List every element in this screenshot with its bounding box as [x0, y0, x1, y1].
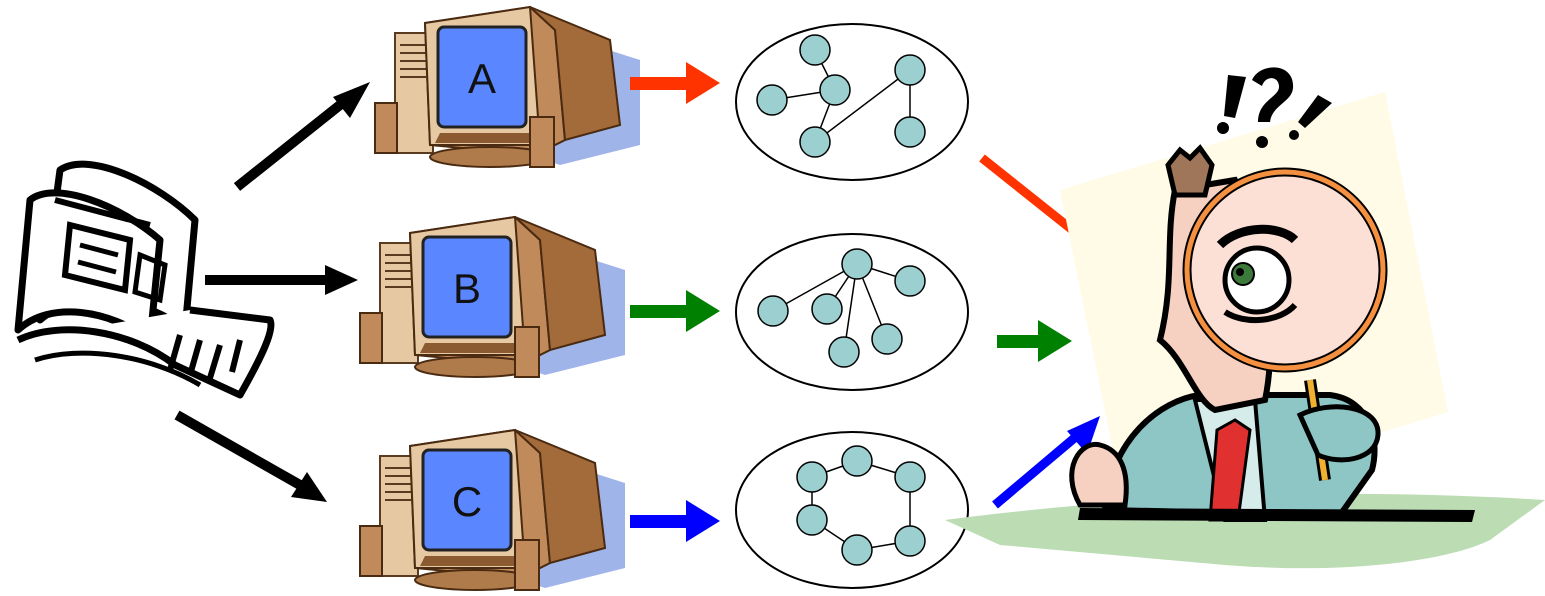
- computer-c: C: [359, 428, 625, 591]
- reviewer-illustration: [945, 67, 1545, 569]
- graph-node: [894, 461, 926, 493]
- newspaper-icon: [14, 160, 275, 399]
- arrow-to-computer-c: [174, 410, 327, 502]
- computer-label: B: [453, 265, 481, 312]
- graph-node: [894, 525, 926, 557]
- magnifying-glass-icon: [1182, 167, 1388, 481]
- graph-node: [894, 116, 926, 148]
- graph-node: [828, 336, 860, 368]
- graph-node: [799, 126, 831, 158]
- graph-node: [894, 265, 926, 297]
- graph-node: [756, 84, 788, 116]
- graph-node: [799, 34, 831, 66]
- source-arrows: [174, 82, 370, 502]
- output-arrow-a: [630, 62, 720, 104]
- arrow-to-computer-a: [233, 82, 370, 191]
- computer-b: B: [359, 215, 625, 378]
- graph-node: [871, 323, 903, 355]
- graph-node: [841, 534, 873, 566]
- computers-column: A B C: [359, 5, 640, 591]
- output-arrow-b: [630, 290, 720, 332]
- graph-node: [796, 461, 828, 493]
- graph-node: [796, 504, 828, 536]
- graph-b: [735, 233, 969, 391]
- computer-a: A: [374, 5, 640, 168]
- computer-label: A: [468, 55, 496, 102]
- thought-marks: [1217, 67, 1332, 148]
- output-arrows: [630, 62, 720, 542]
- arrow-to-computer-b: [205, 265, 358, 295]
- graph-node: [819, 74, 851, 106]
- output-arrow-c: [630, 500, 720, 542]
- graph-node: [841, 445, 873, 477]
- graph-node: [841, 248, 873, 280]
- review-arrow-blue: [992, 416, 1100, 509]
- computer-label: C: [452, 478, 482, 525]
- graph-a: [735, 23, 969, 181]
- graph-node: [757, 295, 789, 327]
- graph-c: [735, 431, 969, 589]
- graph-node: [811, 293, 843, 325]
- graph-node: [894, 54, 926, 86]
- review-arrow-green: [997, 320, 1072, 362]
